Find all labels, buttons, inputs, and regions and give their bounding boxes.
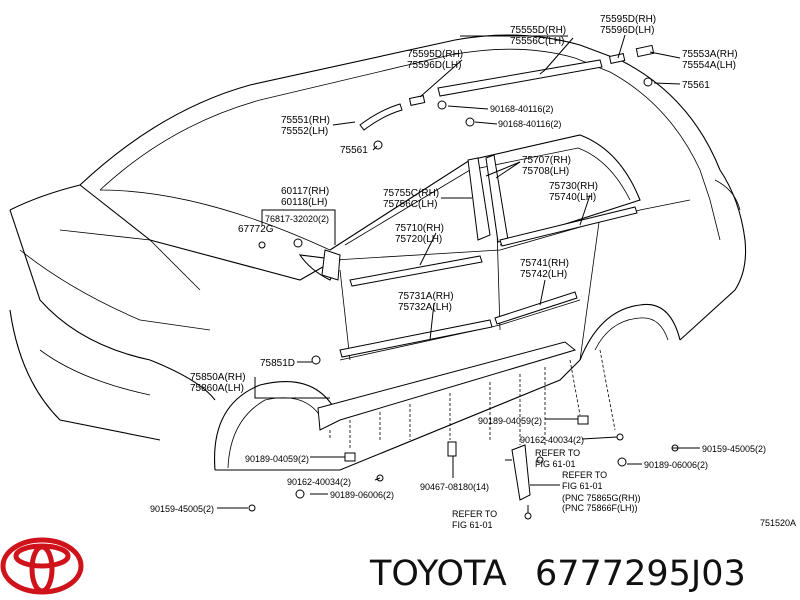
roof-molding-part [437, 59, 603, 97]
front-roof-molding-part [359, 103, 403, 131]
part-number-label: 75860A(LH) [190, 383, 244, 394]
roof-clip-part [608, 53, 626, 64]
toyota-logo-vertical-ring [29, 544, 55, 594]
part-number-label: 60118(LH) [281, 197, 328, 208]
part-number-label: 75732A(LH) [398, 302, 452, 313]
front-belt-molding-part [349, 255, 483, 287]
refer-note: REFER TO [452, 509, 497, 519]
part-number-label: 75710(RH) [395, 223, 444, 234]
part-number-label: 67772G [238, 224, 274, 235]
part-number-title: 6777295J03 [535, 554, 746, 594]
washer-part [617, 457, 627, 467]
part-number-label: 90168-40116(2) [490, 104, 553, 114]
bolt-part [447, 441, 457, 457]
part-labels: 75555D(RH) 75556C(LH) 75595D(RH) 75596D(… [150, 14, 796, 530]
refer-note: (PNC 75865G(RH)) [562, 493, 641, 503]
part-number-label: 75741(RH) [520, 258, 569, 269]
refer-note: REFER TO [535, 448, 580, 458]
part-number-label: 75707(RH) [522, 155, 571, 166]
brand-name: TOYOTA [369, 554, 507, 594]
part-number-label: 75740(LH) [549, 192, 596, 203]
bracket-part [511, 444, 531, 501]
fastener-part [311, 355, 321, 365]
part-number-label: 75552(LH) [281, 126, 328, 137]
part-number-label: 90189-04059(2) [478, 416, 542, 426]
rear-door-molding-part [494, 291, 578, 325]
part-number-label: 75720(LH) [395, 234, 442, 245]
part-number-label: 76817-32020(2) [265, 214, 329, 224]
part-number-label: 90162-40034(2) [520, 435, 584, 445]
part-number-label: 90159-45005(2) [150, 504, 214, 514]
refer-note: (PNC 75866F(LH)) [562, 503, 638, 513]
part-number-label: 75851D [260, 358, 295, 369]
screw-part [616, 433, 624, 441]
refer-note: REFER TO [562, 470, 607, 480]
part-number-label: 90168-40116(2) [498, 119, 561, 129]
part-number-label: 75850A(RH) [190, 372, 246, 383]
washer-part [295, 489, 305, 499]
fastener-part [293, 238, 303, 248]
part-number-label: 75554A(LH) [682, 60, 736, 71]
part-number-label: 75561 [340, 145, 368, 156]
part-number-label: 75756C(LH) [383, 199, 437, 210]
part-number-label: 75555D(RH) [510, 25, 566, 36]
roof-clip-part [408, 95, 426, 106]
part-number-label: 90189-06006(2) [330, 490, 394, 500]
part-number-label: 90189-04059(2) [245, 454, 309, 464]
part-number-label: 75731A(RH) [398, 291, 454, 302]
part-number-label: 90159-45005(2) [702, 444, 766, 454]
fastener-part [465, 117, 475, 127]
front-door-molding-part [339, 319, 493, 358]
leader-lines [217, 34, 700, 513]
refer-note: FIG 61-01 [535, 459, 576, 469]
toyota-logo [0, 537, 84, 595]
clip-part [344, 452, 356, 462]
part-number-label: 75553A(RH) [682, 49, 738, 60]
dashed-guide-lines [329, 349, 616, 450]
fastener-part [643, 77, 653, 87]
pillar-garnish-part [467, 157, 491, 241]
part-number-label: 75561 [682, 80, 710, 91]
roof-end-cap-part [635, 44, 655, 58]
part-number-label: 75556C(LH) [510, 36, 564, 47]
screw-part [524, 512, 532, 520]
part-number-label: 75595D(RH) [407, 49, 463, 60]
screw-part [248, 504, 256, 512]
refer-note: FIG 61-01 [562, 481, 603, 491]
part-number-label: 75742(LH) [520, 269, 567, 280]
parts-group [248, 44, 679, 520]
part-number-label: 60117(RH) [281, 186, 329, 197]
fastener-part [258, 241, 266, 249]
part-number-label: 75755C(RH) [383, 188, 439, 199]
rocker-panel-part [317, 341, 577, 431]
part-number-label: 75596D(LH) [600, 25, 654, 36]
part-number-label: 90162-40034(2) [287, 477, 351, 487]
refer-note: FIG 61-01 [452, 520, 493, 530]
screw-part [536, 456, 544, 464]
rear-belt-molding-part [499, 206, 638, 247]
clip-part [577, 415, 589, 425]
part-number-label: 75551(RH) [281, 115, 330, 126]
part-number-label: 90467-08180(14) [420, 482, 489, 492]
mirror-patch-part [321, 249, 341, 281]
part-number-label: 90189-06006(2) [644, 460, 708, 470]
part-number-label: 75596D(LH) [407, 60, 461, 71]
part-number-label: 75730(RH) [549, 181, 598, 192]
diagram-ref-code: 751520A [760, 518, 796, 528]
part-number-label: 75595D(RH) [600, 14, 656, 25]
part-number-label: 75708(LH) [522, 166, 569, 177]
fastener-part [437, 100, 447, 110]
